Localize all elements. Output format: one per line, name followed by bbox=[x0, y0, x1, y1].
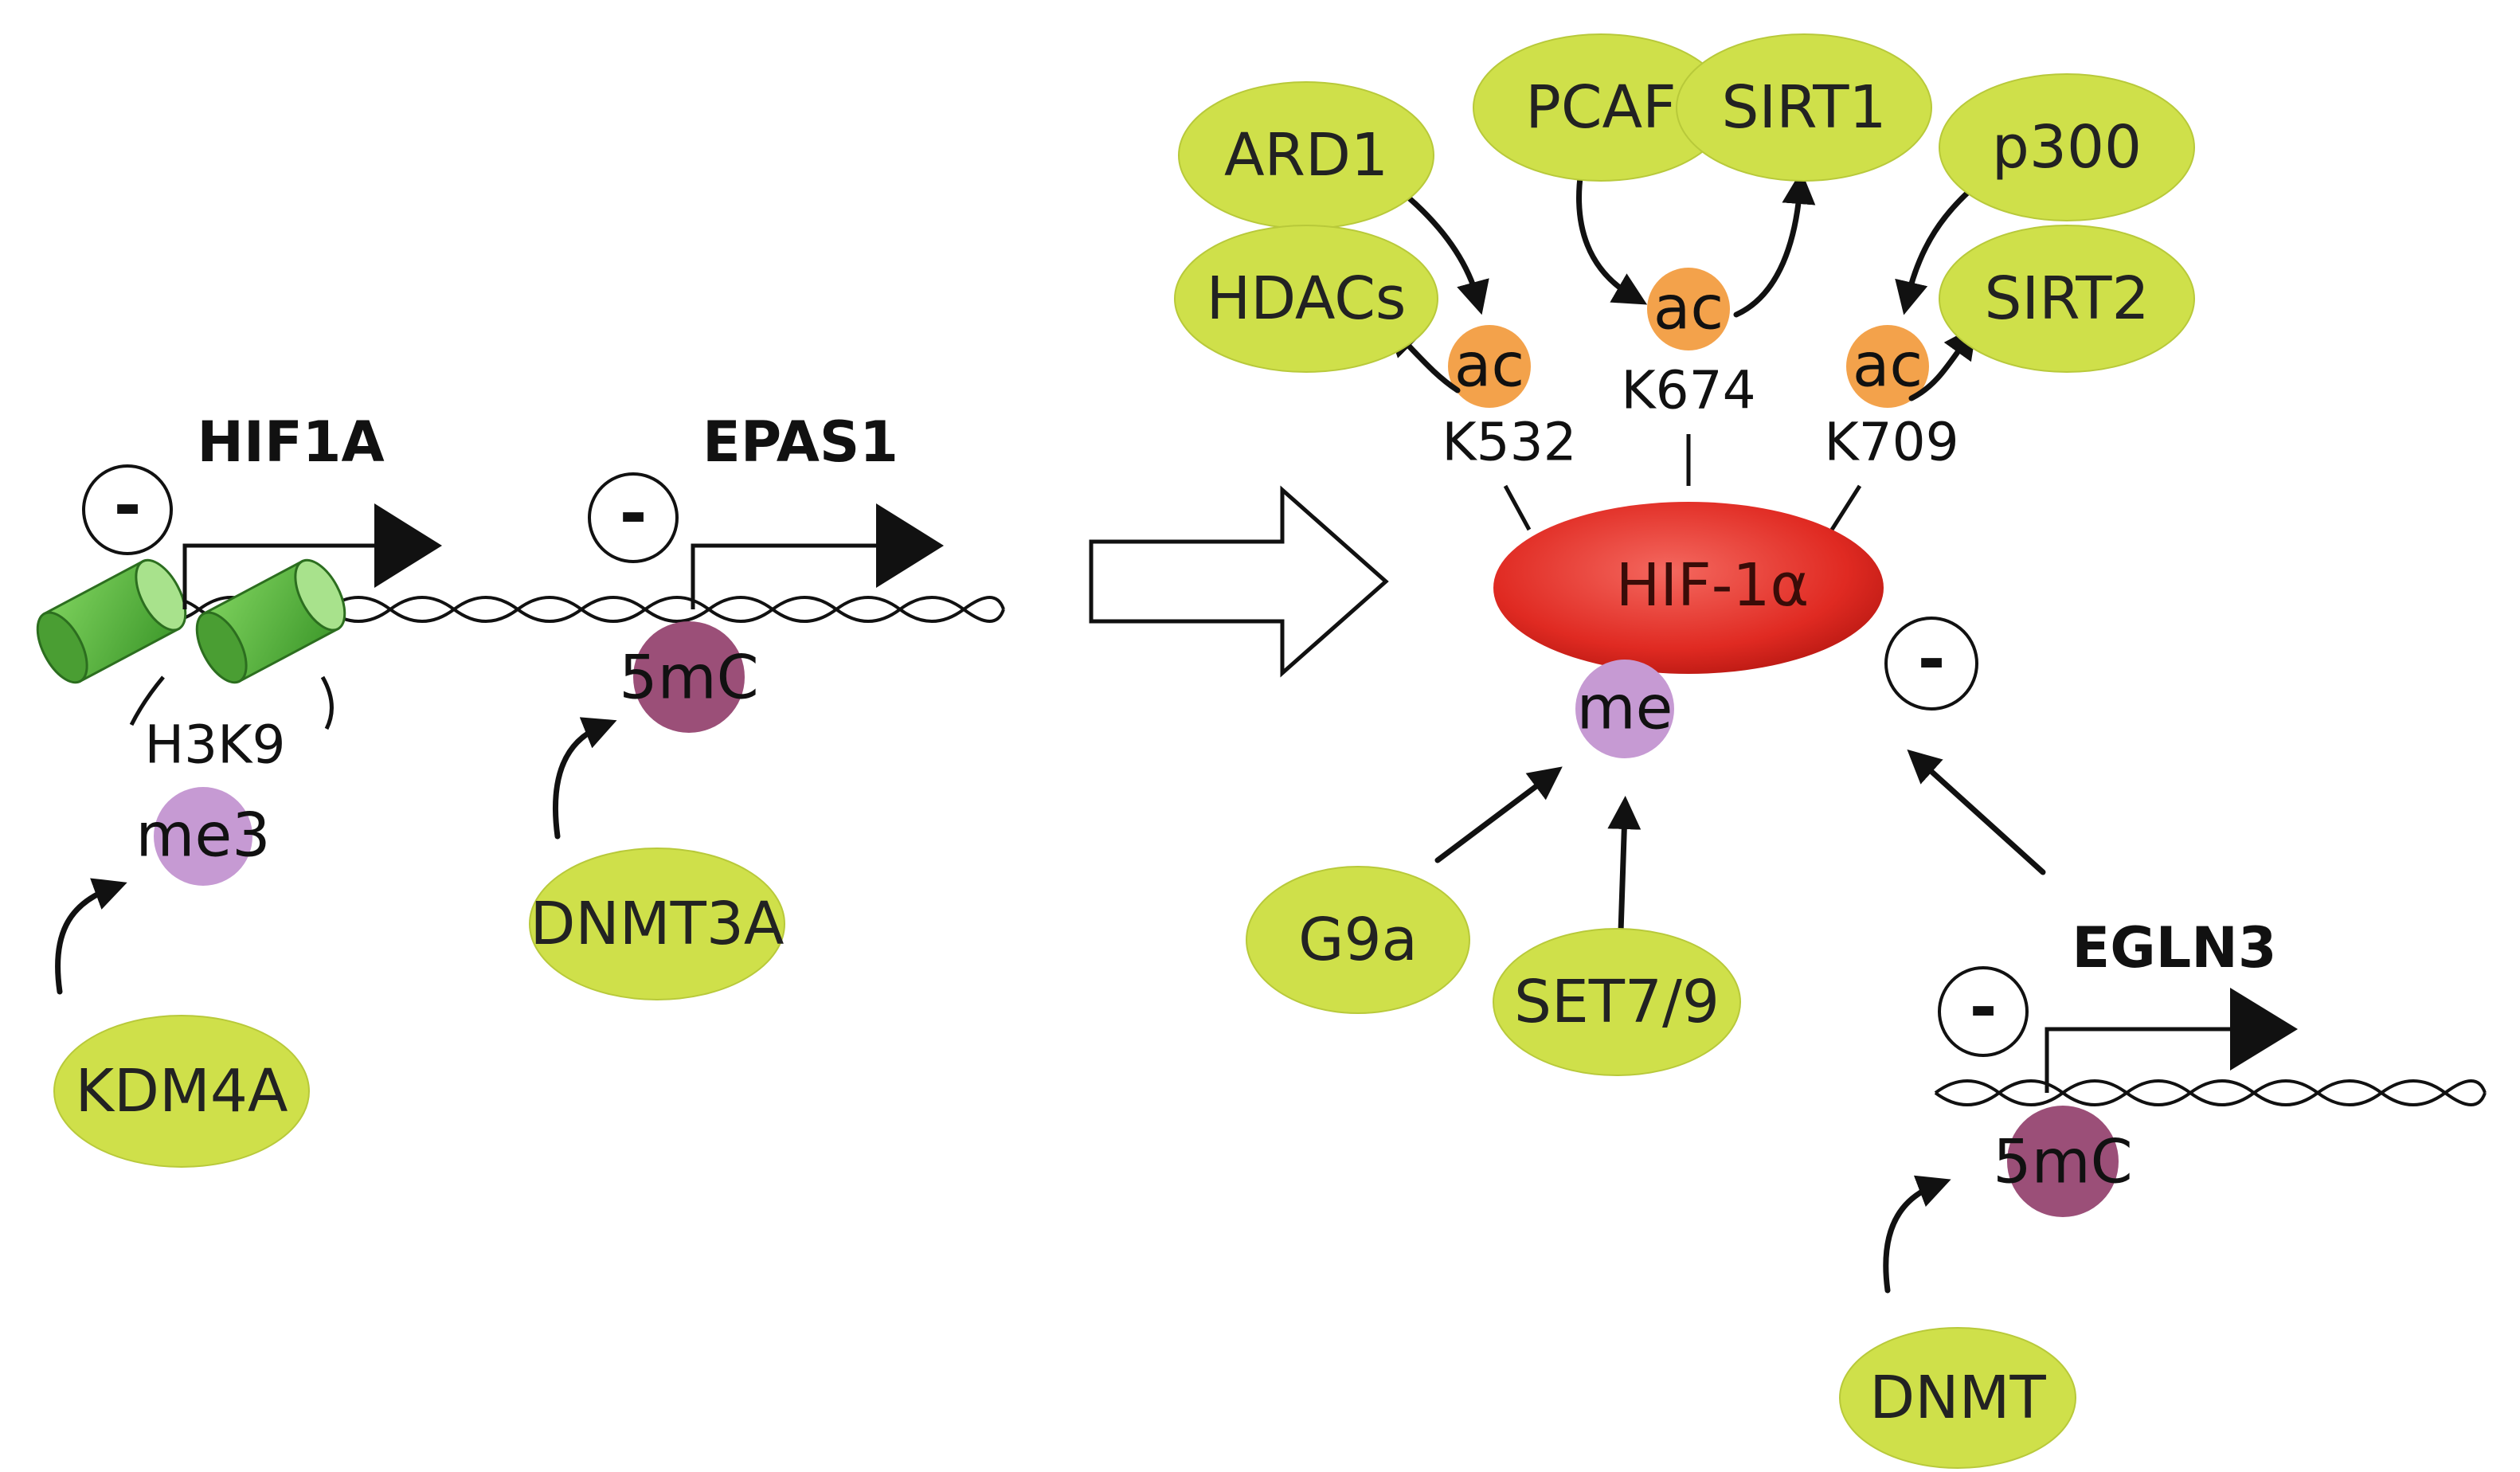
me3-label: me3 bbox=[135, 800, 270, 871]
epas1-promoter-arrow bbox=[691, 503, 944, 609]
enzyme-label: DNMT bbox=[1869, 1364, 2046, 1432]
gene-label-hif1a: HIF1A bbox=[197, 409, 384, 475]
enzyme-label: SIRT1 bbox=[1721, 73, 1886, 142]
ac-label: ac bbox=[1454, 330, 1524, 401]
g9a-arrow bbox=[1434, 766, 1563, 863]
sirt1-arrow bbox=[1733, 170, 1816, 318]
enzyme-label: SIRT2 bbox=[1984, 264, 2149, 333]
enzyme-label: ARD1 bbox=[1224, 121, 1388, 190]
dnmt-arrow bbox=[1883, 1175, 1951, 1294]
enzyme-label: KDM4A bbox=[75, 1057, 288, 1126]
histone-tail-1 bbox=[129, 675, 165, 726]
histone-tail-2 bbox=[320, 675, 334, 730]
enzyme-set79: SET7/9 bbox=[1493, 928, 1741, 1076]
enzyme-kdm4a: KDM4A bbox=[53, 1015, 310, 1168]
enzyme-label: SET7/9 bbox=[1514, 968, 1720, 1036]
site-label-k532: K532 bbox=[1442, 412, 1576, 473]
ac-label: ac bbox=[1653, 272, 1724, 343]
site-label-k674: K674 bbox=[1621, 360, 1755, 421]
h3k9-label: H3K9 bbox=[145, 714, 286, 776]
egln3-arrow bbox=[1907, 749, 2046, 875]
enzyme-hdacs: HDACs bbox=[1174, 225, 1438, 373]
minus-symbol: - bbox=[1918, 620, 1946, 698]
repression-marker-epas1: - bbox=[588, 472, 679, 563]
enzyme-dnmt: DNMT bbox=[1839, 1327, 2076, 1469]
minus-symbol: - bbox=[1970, 968, 1998, 1046]
minus-symbol: - bbox=[114, 466, 142, 544]
enzyme-ard1: ARD1 bbox=[1178, 81, 1434, 229]
repression-marker-hif1a: - bbox=[82, 464, 173, 555]
gene-label-epas1: EPAS1 bbox=[702, 409, 898, 475]
trimethyl-mark: me3 bbox=[135, 787, 271, 886]
gene-label-egln3: EGLN3 bbox=[2072, 915, 2276, 981]
set79-arrow bbox=[1607, 796, 1642, 935]
dna-strand-right bbox=[1934, 1079, 2487, 1106]
enzyme-sirt1: SIRT1 bbox=[1676, 33, 1932, 182]
site-label-k709: K709 bbox=[1824, 412, 1958, 473]
minus-symbol: - bbox=[620, 474, 648, 552]
repression-marker-egln3: - bbox=[1938, 966, 2029, 1057]
enzyme-label: p300 bbox=[1992, 113, 2142, 182]
kdm4a-arrow bbox=[55, 878, 127, 995]
repression-marker-hif: - bbox=[1884, 617, 1978, 711]
acetyl-mark-k674: ac bbox=[1647, 268, 1730, 350]
pcaf-arrow bbox=[1576, 168, 1648, 305]
ac-label: ac bbox=[1853, 330, 1923, 401]
site-connector-k532 bbox=[1503, 484, 1532, 531]
enzyme-pcaf: PCAF bbox=[1473, 33, 1729, 182]
dnmt3a-arrow bbox=[553, 717, 617, 840]
acetyl-mark-k709: ac bbox=[1846, 325, 1929, 408]
enzyme-label: HDACs bbox=[1207, 264, 1407, 333]
enzyme-g9a: G9a bbox=[1246, 866, 1470, 1014]
enzyme-label: G9a bbox=[1298, 906, 1418, 974]
hif1a-promoter-arrow bbox=[182, 503, 442, 609]
enzyme-p300: p300 bbox=[1939, 73, 2195, 221]
methyl-mark-hif: me bbox=[1575, 660, 1674, 758]
enzyme-label: DNMT3A bbox=[530, 890, 784, 958]
acetyl-mark-k532: ac bbox=[1448, 325, 1531, 408]
nucleosome-1 bbox=[36, 558, 187, 684]
site-connector-k709 bbox=[1829, 484, 1862, 531]
egln3-promoter-arrow bbox=[2045, 988, 2298, 1093]
methylcytosine-egln3: 5mC bbox=[1993, 1106, 2133, 1217]
enzyme-sirt2: SIRT2 bbox=[1939, 225, 2195, 373]
protein-label: HIF-1α bbox=[1616, 551, 1810, 620]
enzyme-dnmt3a: DNMT3A bbox=[529, 848, 785, 1000]
hif-1-alpha-protein: HIF-1α bbox=[1493, 502, 1884, 674]
methylcytosine-label: 5mC bbox=[1993, 1126, 2132, 1197]
sirt2-arrow bbox=[1908, 324, 1978, 401]
nucleosome-2 bbox=[195, 558, 346, 684]
enzyme-label: PCAF bbox=[1525, 73, 1676, 142]
methylcytosine-epas1: 5mC bbox=[619, 621, 759, 733]
me-label: me bbox=[1577, 672, 1673, 743]
transition-arrow bbox=[1089, 485, 1389, 678]
methylcytosine-label: 5mC bbox=[619, 642, 758, 713]
